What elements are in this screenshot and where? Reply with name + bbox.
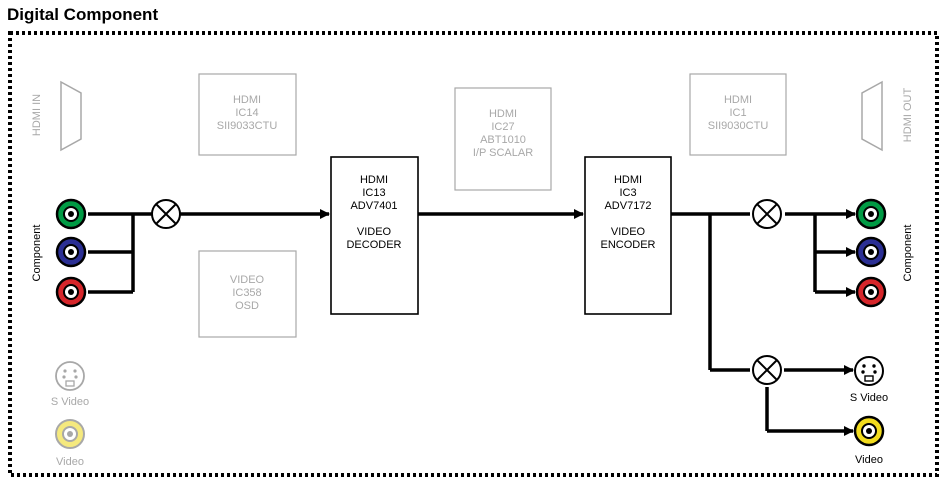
- chip-label-line: HDMI: [614, 174, 642, 186]
- chip-label-line: IC14: [235, 107, 258, 119]
- chip-label-line: ADV7401: [350, 200, 397, 212]
- chip-label-line: IC13: [362, 187, 385, 199]
- video-in-connector-icon: [55, 419, 85, 449]
- component-out-label: Component: [902, 225, 914, 282]
- chip-label-line: [372, 213, 375, 225]
- diagram-title: Digital Component: [7, 5, 159, 24]
- chip-ic14-box: [198, 73, 297, 156]
- svideo-in-label: S Video: [51, 396, 89, 408]
- chip-label-line: HDMI: [233, 94, 261, 106]
- hdmi-in-label: HDMI IN: [31, 94, 43, 136]
- chip-label-line: SII9033CTU: [217, 120, 278, 132]
- chip-label-line: ADV7172: [604, 200, 651, 212]
- video-out-connector-icon: [853, 415, 885, 447]
- hdmi-out-label: HDMI OUT: [902, 88, 914, 143]
- chip-label-line: HDMI: [724, 94, 752, 106]
- mixer-output-composite-icon: [752, 355, 782, 385]
- chip-label-line: HDMI: [360, 174, 388, 186]
- chip-label-line: [626, 213, 629, 225]
- chip-ic1-box: [689, 73, 787, 156]
- rca-jack-blue-out-icon: [855, 236, 887, 268]
- chip-label-line: OSD: [235, 300, 259, 312]
- dotted-frame: [8, 31, 939, 477]
- chip-label-line: DECODER: [346, 239, 401, 251]
- chip-label-line: IC358: [232, 287, 261, 299]
- mixer-input-icon: [151, 199, 181, 229]
- svideo-in-connector-icon: [55, 361, 85, 391]
- chip-label-line: VIDEO: [611, 226, 646, 238]
- hdmi-in-connector-icon: [60, 80, 82, 152]
- rca-jack-green-out-icon: [855, 198, 887, 230]
- rca-jack-green-in-icon: [55, 198, 87, 230]
- svideo-out-label: S Video: [850, 392, 888, 404]
- chip-label-line: VIDEO: [357, 226, 392, 238]
- component-in-label: Component: [31, 225, 43, 282]
- chip-label-line: ABT1010: [480, 134, 526, 146]
- chip-ic27-box: [454, 87, 552, 191]
- chip-ic3-box: [584, 156, 672, 315]
- signal-lines: [88, 209, 856, 436]
- chip-ic13-box: [330, 156, 419, 315]
- chip-label-line: IC1: [729, 107, 746, 119]
- mixer-output-component-icon: [752, 199, 782, 229]
- hdmi-out-connector-icon: [861, 80, 883, 152]
- rca-jack-red-in-icon: [55, 276, 87, 308]
- svideo-out-connector-icon: [854, 356, 884, 386]
- chip-ic358-box: [198, 250, 297, 338]
- video-in-label: Video: [56, 456, 84, 468]
- chip-label-line: IC3: [619, 187, 636, 199]
- chip-label-line: SII9030CTU: [708, 120, 769, 132]
- chip-label-line: HDMI: [489, 108, 517, 120]
- chip-label-line: I/P SCALAR: [473, 147, 533, 159]
- chip-label-line: ENCODER: [600, 239, 655, 251]
- chip-label-line: VIDEO: [230, 274, 265, 286]
- chip-label-line: IC27: [491, 121, 514, 133]
- rca-jack-blue-in-icon: [55, 236, 87, 268]
- rca-jack-red-out-icon: [855, 276, 887, 308]
- video-out-label: Video: [855, 454, 883, 466]
